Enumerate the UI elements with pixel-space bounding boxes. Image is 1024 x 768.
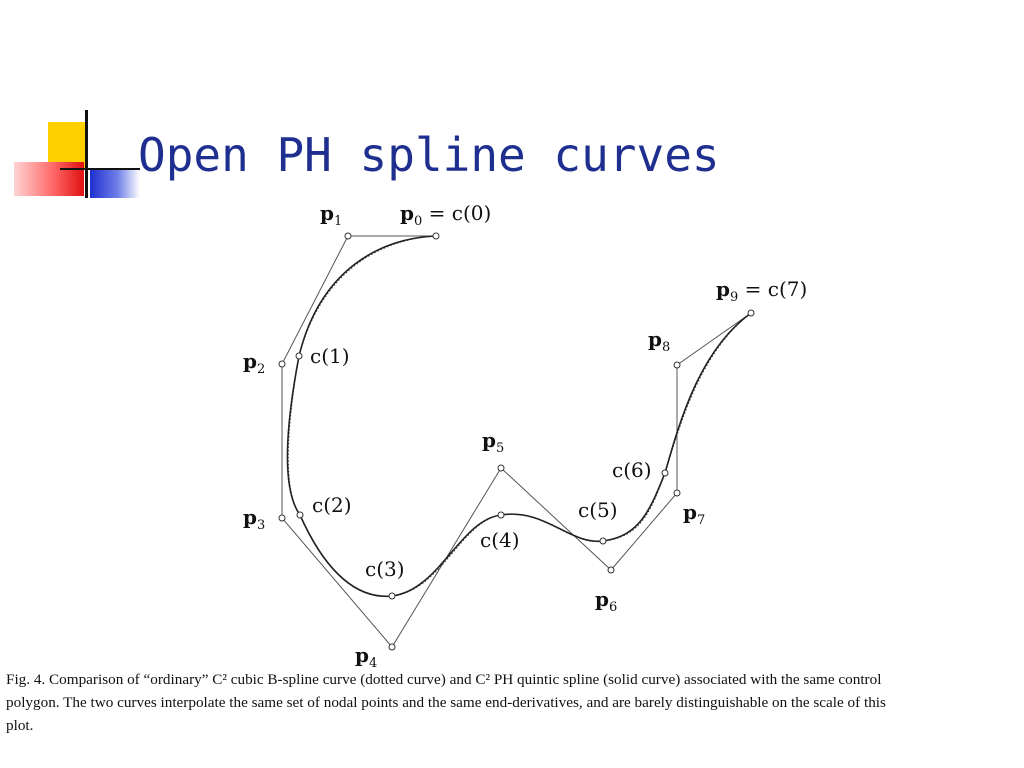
- control-point-p7-marker: [673, 489, 681, 497]
- label-c1: c(1): [310, 344, 350, 368]
- control-point-p0-marker: [432, 232, 440, 240]
- figure-caption: Fig. 4. Comparison of “ordinary” C² cubi…: [6, 668, 1022, 766]
- control-point-p8-marker: [673, 361, 681, 369]
- control-point-p6-marker: [607, 566, 615, 574]
- title-decoration-vertical-line: [85, 110, 88, 198]
- control-point-p9-marker: [747, 309, 755, 317]
- label-c5: c(5): [578, 498, 618, 522]
- label-p2: p2: [243, 349, 265, 377]
- title-decoration-yellow-square: [48, 122, 88, 168]
- label-p5: p5: [482, 428, 504, 456]
- nodal-point-c5-marker: [599, 537, 607, 545]
- title-decoration-red-bar: [14, 162, 84, 196]
- bspline-dotted-curve: [287, 235, 752, 597]
- label-p8: p8: [648, 327, 670, 355]
- caption-line-2: polygon. The two curves interpolate the …: [6, 694, 886, 711]
- label-p6: p6: [595, 587, 617, 615]
- caption-line-3: plot.: [6, 717, 34, 734]
- label-p7: p7: [683, 500, 705, 528]
- caption-line-1: Fig. 4. Comparison of “ordinary” C² cubi…: [6, 671, 882, 688]
- label-p3: p3: [243, 505, 265, 533]
- label-p0: p0 = c(0): [400, 201, 491, 229]
- control-point-p5-marker: [497, 464, 505, 472]
- label-c4: c(4): [480, 528, 520, 552]
- title-decoration-blue-bar: [90, 170, 140, 198]
- nodal-point-c6-marker: [661, 469, 669, 477]
- label-p9: p9 = c(7): [716, 277, 807, 305]
- control-point-p2-marker: [278, 360, 286, 368]
- label-p4: p4: [355, 643, 377, 671]
- control-point-p1-marker: [344, 232, 352, 240]
- nodal-point-c1-marker: [295, 352, 303, 360]
- label-c2: c(2): [312, 493, 352, 517]
- nodal-point-c2-marker: [296, 511, 304, 519]
- control-point-p3-marker: [278, 514, 286, 522]
- control-point-p4-marker: [388, 643, 396, 651]
- nodal-point-c4-marker: [497, 511, 505, 519]
- label-c3: c(3): [365, 557, 405, 581]
- slide-title: Open PH spline curves: [138, 128, 720, 182]
- label-c6: c(6): [612, 458, 652, 482]
- title-decoration-horizontal-line: [60, 168, 140, 170]
- label-p1: p1: [320, 201, 342, 229]
- nodal-point-c3-marker: [388, 592, 396, 600]
